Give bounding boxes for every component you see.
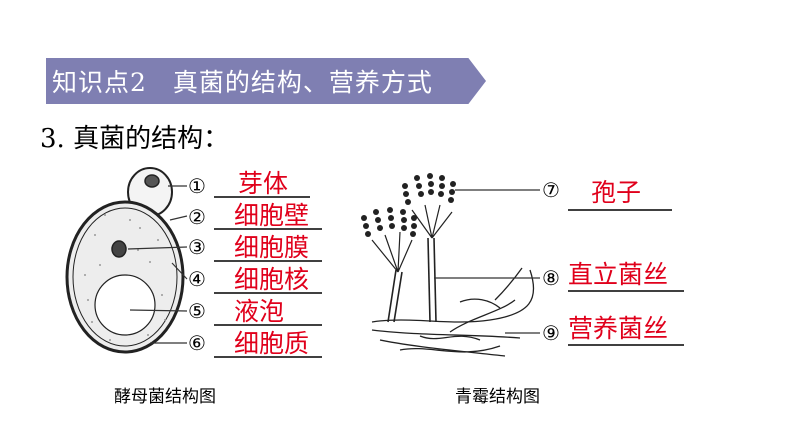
banner-title: 真菌的结构、营养方式	[172, 68, 433, 97]
marker-5: ⑤	[188, 299, 206, 323]
yeast-cell-membrane	[72, 207, 178, 347]
marker-2: ②	[188, 205, 206, 229]
yeast-caption: 酵母菌结构图	[114, 387, 216, 406]
mold-leader-lines	[434, 189, 540, 334]
answer-nucleus: 细胞核	[234, 265, 310, 294]
answer-spore: 孢子	[591, 178, 642, 207]
marker-7: ⑦	[542, 178, 560, 202]
marker-3: ③	[188, 235, 206, 259]
answer-vacuole: 液泡	[234, 297, 285, 326]
yeast-answer-lines	[214, 196, 322, 358]
marker-9: ⑨	[542, 321, 560, 345]
cytoplasm-texture	[84, 214, 166, 341]
section-banner: 知识点2 真菌的结构、营养方式	[46, 58, 486, 104]
answer-cytoplasm: 细胞质	[234, 329, 310, 358]
yeast-nucleus	[111, 240, 127, 258]
marker-4: ④	[188, 267, 206, 291]
section-heading: 3. 真菌的结构：	[40, 124, 230, 154]
marker-1: ①	[188, 174, 206, 198]
nutrient-hyphae	[371, 267, 535, 357]
answer-nutrient-hypha: 营养菌丝	[568, 314, 669, 343]
mold-caption: 青霉结构图	[455, 387, 540, 406]
answer-bud: 芽体	[238, 169, 289, 198]
yeast-illustration	[65, 167, 185, 354]
spore-chains	[361, 173, 456, 237]
answer-cell-membrane: 细胞膜	[234, 233, 310, 262]
yeast-leader-lines	[127, 185, 188, 344]
answer-aerial-hypha: 直立菌丝	[568, 260, 669, 289]
marker-6: ⑥	[188, 331, 206, 355]
penicillium-illustration	[361, 173, 535, 357]
marker-8: ⑧	[542, 266, 560, 290]
bud-nucleus	[144, 174, 160, 188]
aerial-hyphae	[387, 237, 437, 323]
banner-label: 知识点2	[52, 68, 147, 97]
yeast-vacuole	[94, 274, 156, 336]
conidiophore-branches	[371, 204, 453, 273]
answer-cell-wall: 细胞壁	[234, 201, 310, 230]
mold-answer-lines	[568, 209, 684, 346]
